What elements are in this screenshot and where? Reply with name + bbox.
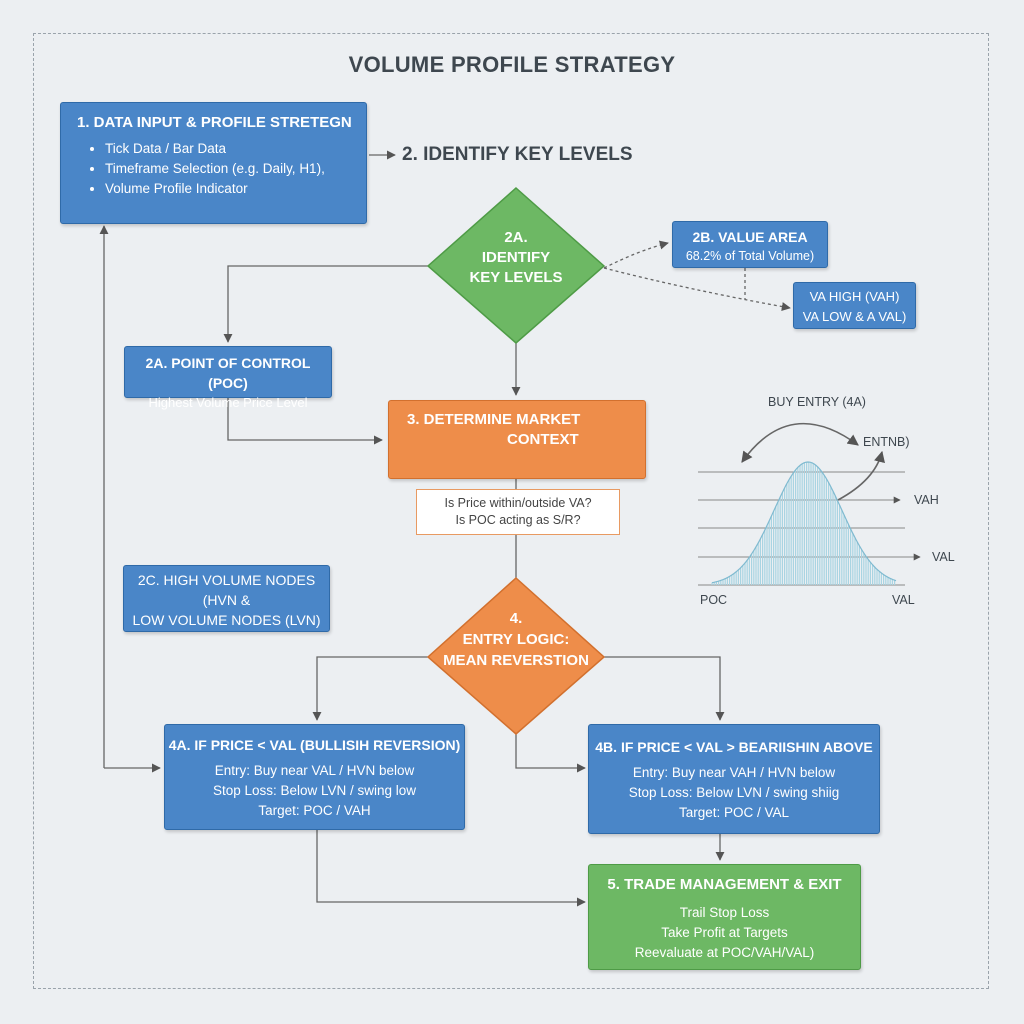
decision-4-line: ENTRY LOGIC: bbox=[462, 631, 570, 648]
step2-label: 2. IDENTIFY KEY LEVELS bbox=[402, 144, 633, 165]
entry-b-label: ENTNB) bbox=[863, 435, 910, 449]
box-va-high-low: VA HIGH (VAH) VA LOW & A VAL) bbox=[793, 282, 916, 329]
step1-bullet: Volume Profile Indicator bbox=[105, 179, 356, 199]
note-line: Is POC acting as S/R? bbox=[455, 513, 581, 527]
volume-histogram bbox=[711, 461, 897, 585]
box-2b-subtext: 68.2% of Total Volume) bbox=[685, 249, 815, 263]
step1-bullet: Timeframe Selection (e.g. Daily, H1), bbox=[105, 159, 356, 179]
arrow-decision4-to-4a bbox=[312, 656, 430, 721]
arrow-poc-to-step3 bbox=[227, 398, 383, 445]
box-4b-line: Stop Loss: Below LVN / swing shiig bbox=[628, 785, 840, 800]
decision-4-text: 4. ENTRY LOGIC: MEAN REVERSTION bbox=[436, 608, 596, 671]
decision-4-line: MEAN REVERSTION bbox=[443, 652, 589, 669]
step3-market-context-box: 3. DETERMINE MARKET CONTEXT bbox=[388, 400, 646, 479]
step3-line: CONTEXT bbox=[507, 431, 579, 448]
box-va-line: VA HIGH (VAH) bbox=[809, 289, 900, 304]
box-4a-line: Stop Loss: Below LVN / swing low bbox=[212, 783, 417, 798]
box-2c-line: (HVN & bbox=[202, 592, 251, 608]
dashed-arrow-2a-to-va bbox=[603, 267, 791, 312]
box-4a-line: Target: POC / VAH bbox=[258, 803, 371, 818]
step1-bullets: Tick Data / Bar Data Timeframe Selection… bbox=[77, 139, 356, 199]
step5-line: Reevaluate at POC/VAH/VAL) bbox=[634, 945, 815, 960]
step1-heading: 1. DATA INPUT & PROFILE STRETEGN bbox=[77, 114, 352, 131]
box-4b-line: Entry: Buy near VAH / HVN below bbox=[632, 765, 836, 780]
box-2c-volume-nodes: 2C. HIGH VOLUME NODES (HVN & LOW VOLUME … bbox=[123, 565, 330, 632]
diagram-frame bbox=[33, 33, 989, 989]
box-4b-line: Target: POC / VAL bbox=[678, 805, 790, 820]
val-axis-label: VAL bbox=[892, 593, 915, 607]
box-2a-point-of-control: 2A. POINT OF CONTROL (POC) Highest Volum… bbox=[124, 346, 332, 410]
poc-axis-label: POC bbox=[700, 593, 728, 607]
box-4b-heading: 4B. IF PRICE < VAL > BEARIISHIN ABOVE bbox=[595, 739, 873, 755]
vah-label: VAH bbox=[914, 493, 939, 507]
decision-2a-line: KEY LEVELS bbox=[469, 269, 563, 286]
arrow-decision4-to-4b bbox=[604, 656, 725, 721]
step5-line: Trail Stop Loss bbox=[679, 905, 770, 920]
box-2c-line: 2C. HIGH VOLUME NODES bbox=[137, 572, 316, 588]
box-4a-heading: 4A. IF PRICE < VAL (BULLISIH REVERSION) bbox=[168, 737, 461, 753]
buy-entry-arc-arrow bbox=[741, 422, 859, 463]
box-poc-heading: 2A. POINT OF CONTROL (POC) bbox=[145, 355, 311, 391]
diagram-title: VOLUME PROFILE STRATEGY bbox=[348, 52, 676, 77]
decision-2a-diamond bbox=[426, 186, 606, 344]
decision-2a-line: IDENTIFY bbox=[481, 249, 551, 266]
dashed-arrow-2a-to-2b bbox=[603, 240, 669, 269]
box-va-line: VA LOW & A VAL) bbox=[802, 309, 907, 324]
box-4a-line: Entry: Buy near VAL / HVN below bbox=[214, 763, 415, 778]
decision-4-diamond bbox=[426, 576, 606, 735]
step1-data-input-box: 1. DATA INPUT & PROFILE STRETEGN Tick Da… bbox=[60, 102, 367, 224]
volume-profile-illustration bbox=[698, 422, 921, 586]
box-4b-bearish-reversion: 4B. IF PRICE < VAL > BEARIISHIN ABOVE En… bbox=[588, 724, 880, 834]
val-right-label: VAL bbox=[932, 550, 955, 564]
context-question-note: Is Price within/outside VA? Is POC actin… bbox=[416, 489, 620, 535]
note-line: Is Price within/outside VA? bbox=[444, 496, 592, 510]
arrow-decision4-bottom-to-4b bbox=[515, 733, 586, 773]
arrow-2a-to-poc bbox=[223, 265, 430, 343]
decision-2a-line: 2A. bbox=[504, 229, 528, 246]
box-2c-line: LOW VOLUME NODES (LVN) bbox=[132, 612, 321, 628]
box-2b-value-area: 2B. VALUE AREA 68.2% of Total Volume) bbox=[672, 221, 828, 268]
step1-bullet: Tick Data / Bar Data bbox=[105, 139, 356, 159]
buy-entry-label: BUY ENTRY (4A) bbox=[768, 395, 866, 409]
box-2b-heading: 2B. VALUE AREA bbox=[692, 229, 808, 245]
decision-2a-text: 2A. IDENTIFY KEY LEVELS bbox=[446, 228, 586, 288]
step5-trade-management-box: 5. TRADE MANAGEMENT & EXIT Trail Stop Lo… bbox=[588, 864, 861, 970]
decision-4-line: 4. bbox=[509, 610, 523, 627]
box-4a-bullish-reversion: 4A. IF PRICE < VAL (BULLISIH REVERSION) … bbox=[164, 724, 465, 830]
step3-line: 3. DETERMINE MARKET bbox=[407, 411, 581, 428]
arrow-4a-to-step5 bbox=[316, 830, 586, 907]
box-poc-subtext: Highest Volume Price Level bbox=[148, 395, 308, 410]
entry-b-arc-arrow bbox=[837, 450, 885, 501]
step5-heading: 5. TRADE MANAGEMENT & EXIT bbox=[607, 876, 842, 893]
step5-line: Take Profit at Targets bbox=[661, 925, 788, 940]
